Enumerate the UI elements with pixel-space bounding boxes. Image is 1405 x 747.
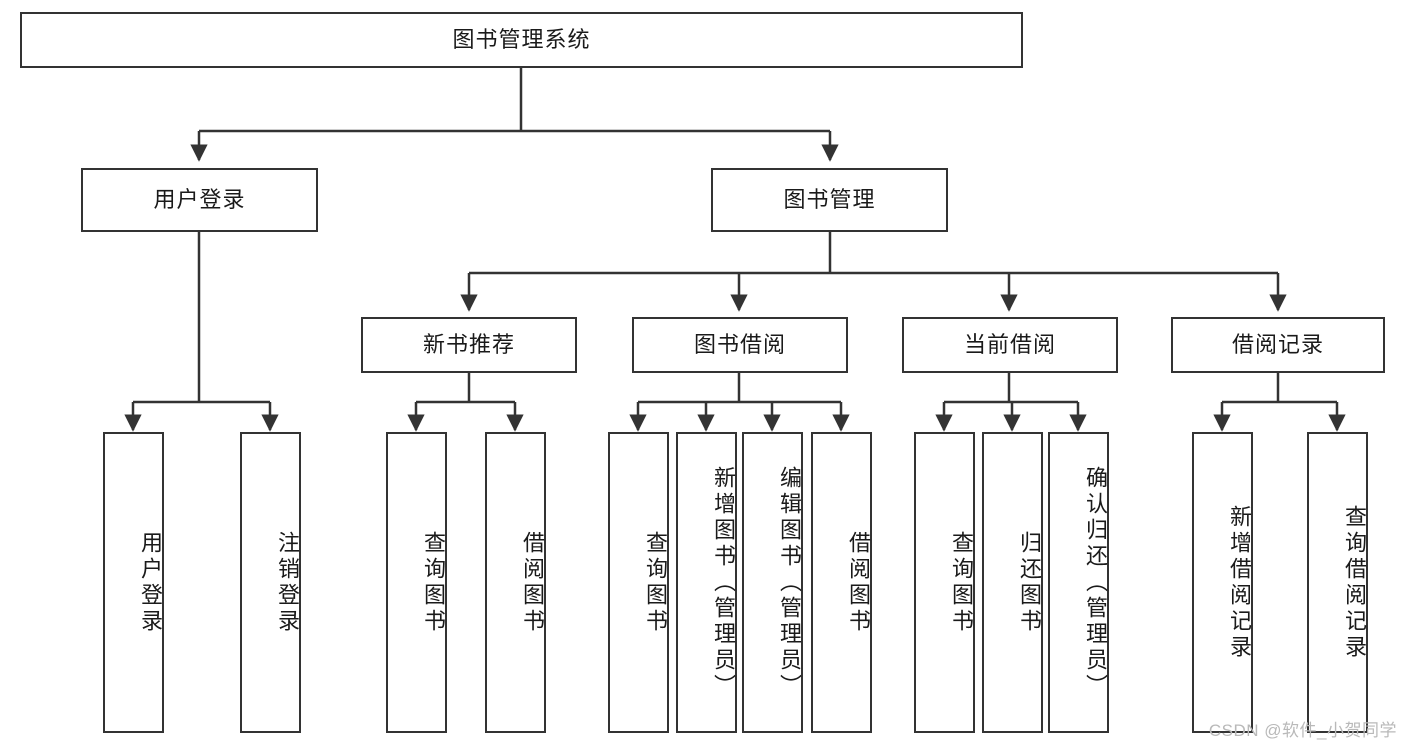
node-leaf-query-record-label: 查询借阅记录	[1342, 504, 1367, 661]
node-leaf-add-book-label: 新增图书（管理员）	[711, 465, 736, 700]
node-user-login-label: 用户登录	[153, 187, 246, 212]
node-leaf-borrow-book-1[interactable]: 借阅图书	[485, 432, 546, 733]
node-leaf-borrow-book-1-label: 借阅图书	[520, 530, 545, 635]
node-borrow-record-label: 借阅记录	[1231, 332, 1324, 357]
node-new-book-recommend-label: 新书推荐	[422, 332, 515, 357]
node-user-login[interactable]: 用户登录	[81, 168, 318, 232]
node-leaf-confirm-return-label: 确认归还（管理员）	[1083, 465, 1108, 700]
node-leaf-query-book-2[interactable]: 查询图书	[608, 432, 669, 733]
node-current-borrow-label: 当前借阅	[963, 332, 1056, 357]
node-leaf-query-record[interactable]: 查询借阅记录	[1307, 432, 1368, 733]
node-leaf-borrow-book-2[interactable]: 借阅图书	[811, 432, 872, 733]
node-root[interactable]: 图书管理系统	[20, 12, 1023, 68]
node-book-management[interactable]: 图书管理	[711, 168, 948, 232]
node-leaf-add-record-label: 新增借阅记录	[1227, 504, 1252, 661]
node-leaf-query-book-2-label: 查询图书	[643, 530, 668, 635]
node-leaf-user-login[interactable]: 用户登录	[103, 432, 164, 733]
node-leaf-add-record[interactable]: 新增借阅记录	[1192, 432, 1253, 733]
node-root-label: 图书管理系统	[452, 27, 591, 52]
node-new-book-recommend[interactable]: 新书推荐	[361, 317, 577, 373]
node-book-borrow[interactable]: 图书借阅	[632, 317, 848, 373]
watermark: CSDN @软件_小贺同学	[1208, 721, 1397, 740]
node-leaf-logout[interactable]: 注销登录	[240, 432, 301, 733]
node-borrow-record[interactable]: 借阅记录	[1171, 317, 1385, 373]
node-book-management-label: 图书管理	[783, 187, 876, 212]
node-leaf-query-book-3[interactable]: 查询图书	[914, 432, 975, 733]
node-leaf-query-book-1-label: 查询图书	[421, 530, 446, 635]
node-leaf-add-book[interactable]: 新增图书（管理员）	[676, 432, 737, 733]
node-leaf-return-book[interactable]: 归还图书	[982, 432, 1043, 733]
node-current-borrow[interactable]: 当前借阅	[902, 317, 1118, 373]
node-leaf-user-login-label: 用户登录	[138, 530, 163, 635]
node-leaf-borrow-book-2-label: 借阅图书	[846, 530, 871, 635]
node-leaf-logout-label: 注销登录	[275, 530, 300, 635]
node-leaf-query-book-1[interactable]: 查询图书	[386, 432, 447, 733]
node-leaf-confirm-return[interactable]: 确认归还（管理员）	[1048, 432, 1109, 733]
node-book-borrow-label: 图书借阅	[693, 332, 786, 357]
node-leaf-query-book-3-label: 查询图书	[949, 530, 974, 635]
node-leaf-edit-book[interactable]: 编辑图书（管理员）	[742, 432, 803, 733]
node-leaf-edit-book-label: 编辑图书（管理员）	[777, 465, 802, 700]
node-leaf-return-book-label: 归还图书	[1017, 530, 1042, 635]
